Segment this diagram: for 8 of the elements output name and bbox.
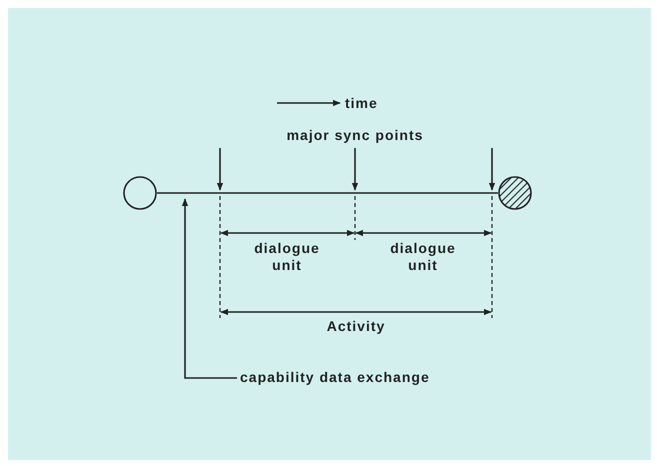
timeline [157,192,498,194]
leader-line [182,198,237,379]
dimension-label: Activity [326,318,386,335]
dimension-label: dialogue unit [389,240,457,274]
leader-text: capability data exchange [240,369,430,385]
dimension-label: dialogue unit [253,240,321,274]
axis-label: time [345,95,379,112]
sync-points-label: major sync points [286,127,424,144]
